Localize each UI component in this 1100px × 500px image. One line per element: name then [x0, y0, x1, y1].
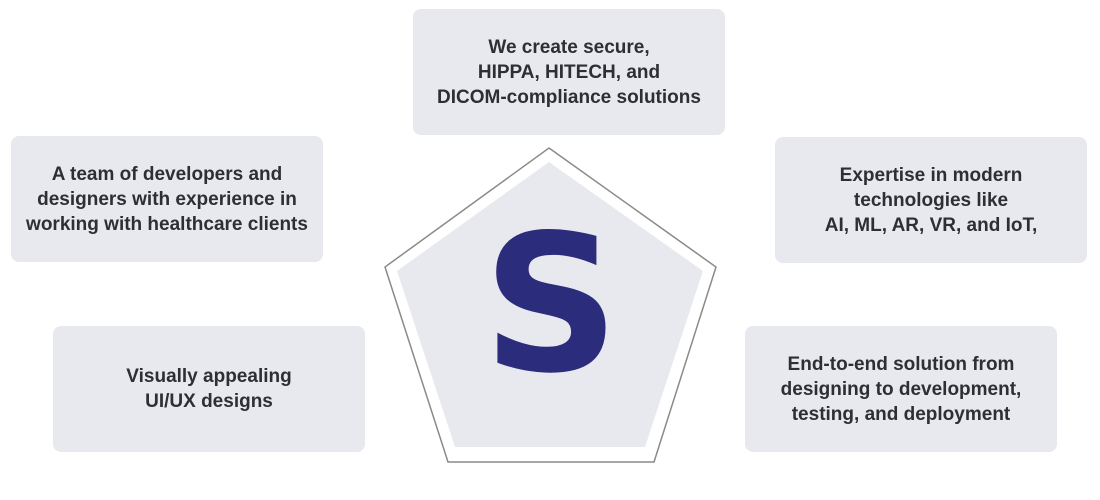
feature-card-compliance: We create secure, HIPPA, HITECH, and DIC…: [413, 9, 725, 135]
feature-card-team: A team of developers and designers with …: [11, 136, 323, 262]
feature-card-compliance-text: We create secure, HIPPA, HITECH, and DIC…: [437, 36, 701, 108]
pentagon-fill: [397, 162, 703, 447]
feature-card-technologies: Expertise in modern technologies like AI…: [775, 137, 1087, 263]
feature-card-design-text: Visually appealing UI/UX designs: [126, 366, 292, 412]
feature-card-end-to-end: End-to-end solution from designing to de…: [745, 326, 1057, 452]
feature-card-technologies-text: Expertise in modern technologies like AI…: [824, 164, 1038, 236]
feature-card-design: Visually appealing UI/UX designs: [53, 326, 365, 452]
logo-letter: S: [483, 194, 620, 415]
feature-card-end-to-end-text: End-to-end solution from designing to de…: [780, 353, 1022, 425]
feature-card-team-text: A team of developers and designers with …: [26, 163, 308, 235]
